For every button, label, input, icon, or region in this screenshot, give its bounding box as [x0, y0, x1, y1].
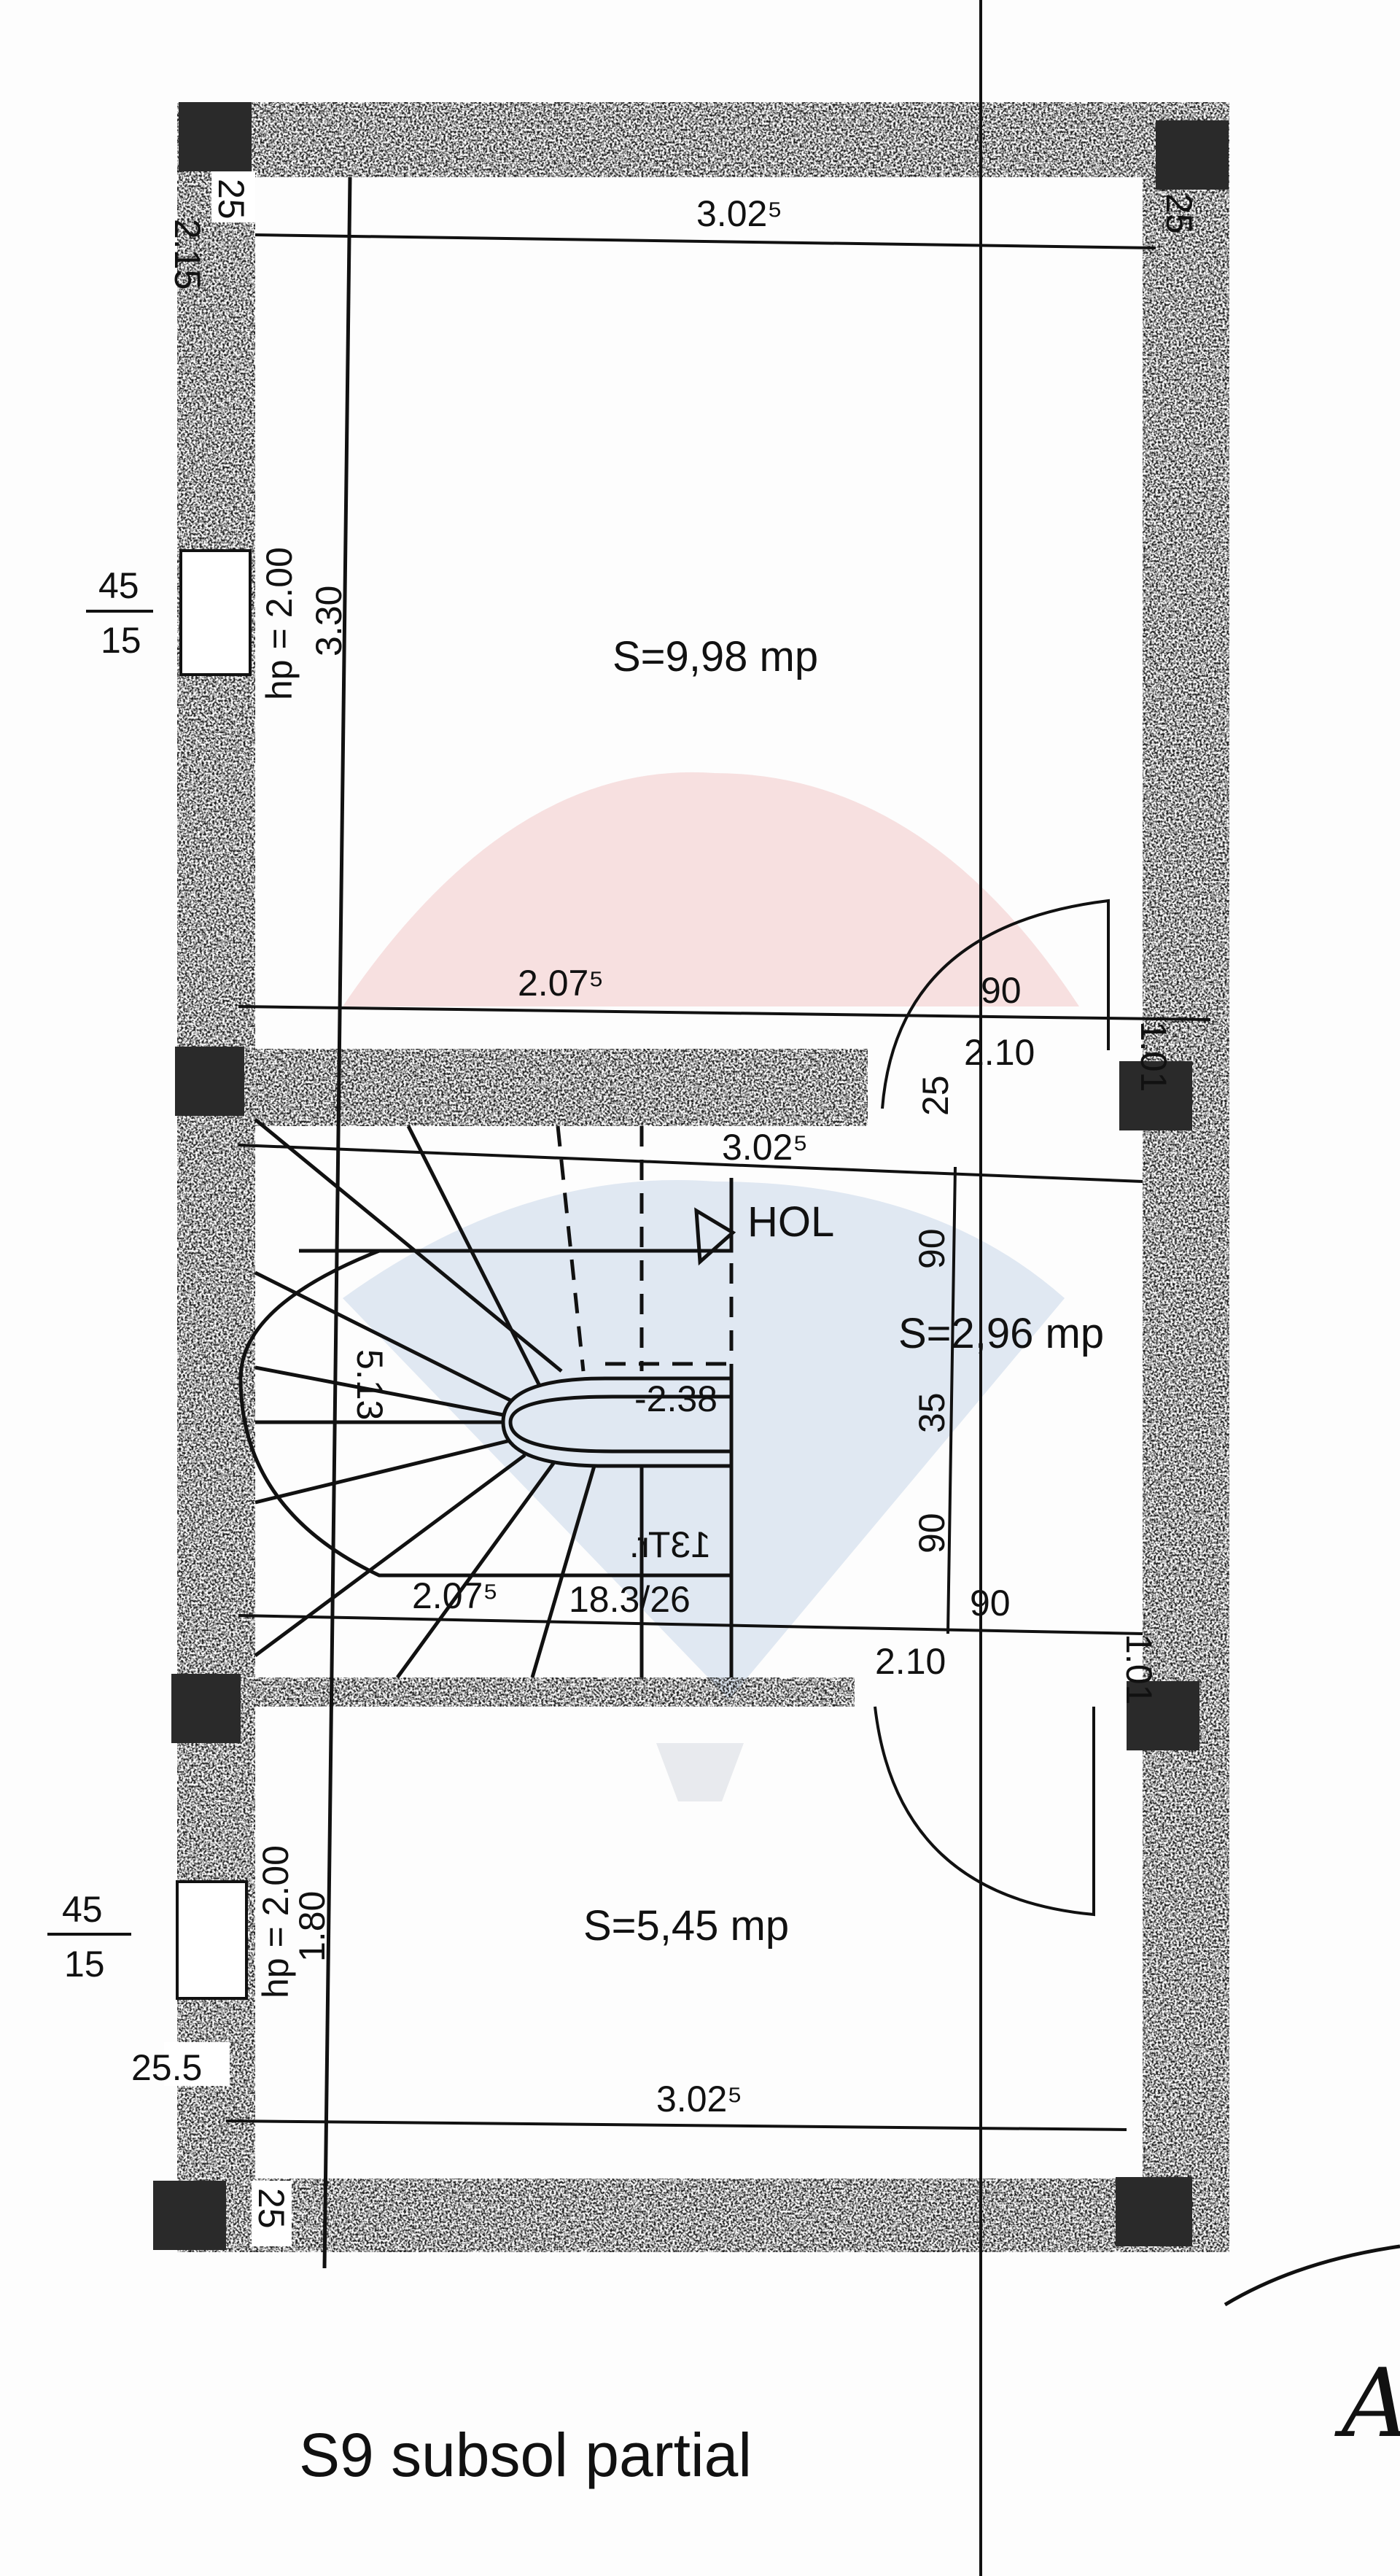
- wall-25-top-left: 25: [211, 179, 252, 220]
- spiral-staircase: [238, 1118, 736, 1679]
- door-upper: [881, 899, 1110, 1109]
- plan-title: S9 subsol partial: [299, 2421, 752, 2489]
- dim-lower-inner: 2.07⁵: [412, 1575, 498, 1616]
- dim-wall-25-hol: 25: [915, 1075, 956, 1116]
- watermark-balloon: [343, 772, 1079, 1801]
- walls: [153, 102, 1229, 2252]
- dim-upper-height: 3.30: [308, 586, 349, 656]
- room-area-1: S=9,98 mp: [612, 633, 818, 680]
- dim-wall-101-a: 1.01: [1133, 1021, 1174, 1092]
- dim-door-upper-span: 2.10: [964, 1032, 1035, 1073]
- dim-top-width: 3.02⁵: [696, 193, 782, 234]
- wall-25-bottom-left: 25: [251, 2188, 292, 2229]
- window-upper-bottom: 15: [101, 620, 141, 661]
- dimension-lines: [225, 0, 1211, 2576]
- wall-215: 2.15: [167, 219, 208, 290]
- dim-hol-width: 3.02⁵: [722, 1127, 808, 1168]
- dim-hol-90a: 90: [911, 1228, 952, 1269]
- wall-25-top-right: 25: [1159, 193, 1199, 234]
- signature: Ao: [1224, 2244, 1400, 2459]
- stair-width: 5.13: [349, 1349, 390, 1420]
- dim-door-lower-span: 2.10: [875, 1641, 946, 1682]
- stair-steps: 13Tr.: [629, 1524, 711, 1565]
- window-lower-bottom: 15: [64, 1944, 105, 1985]
- dim-lower-height: 1.80: [292, 1891, 332, 1962]
- dim-wall-101-b: 1.01: [1119, 1634, 1159, 1704]
- dim-hol-35: 35: [911, 1392, 952, 1433]
- window-lower-top: 45: [62, 1889, 103, 1930]
- labels: 3.02⁵ S=9,98 mp 2.07⁵ 90 2.10 25 1.01 3.…: [47, 171, 1199, 2246]
- stair-ratio: 18.3/26: [569, 1579, 691, 1620]
- dim-door-upper-width: 90: [981, 970, 1022, 1011]
- signature-text: Ao: [1334, 2348, 1400, 2459]
- door-lower: [874, 1706, 1095, 1917]
- dim-upper-hp: hp = 2.00: [259, 547, 300, 700]
- dim-hol-90b: 90: [911, 1513, 952, 1553]
- dim-door-lower-width: 90: [970, 1583, 1011, 1623]
- dim-lower-hp: hp = 2.00: [255, 1845, 296, 1998]
- room-area-3: S=5,45 mp: [583, 1902, 789, 1950]
- room-name-hol: HOL: [747, 1198, 834, 1246]
- dim-bottom-width: 3.02⁵: [656, 2079, 742, 2119]
- stair-level: -2.38: [634, 1378, 718, 1419]
- window-upper-top: 45: [98, 565, 139, 606]
- wall-255: 25.5: [131, 2047, 202, 2088]
- dim-upper-inner: 2.07⁵: [518, 963, 604, 1004]
- room-area-hol: S=2,96 mp: [898, 1310, 1104, 1357]
